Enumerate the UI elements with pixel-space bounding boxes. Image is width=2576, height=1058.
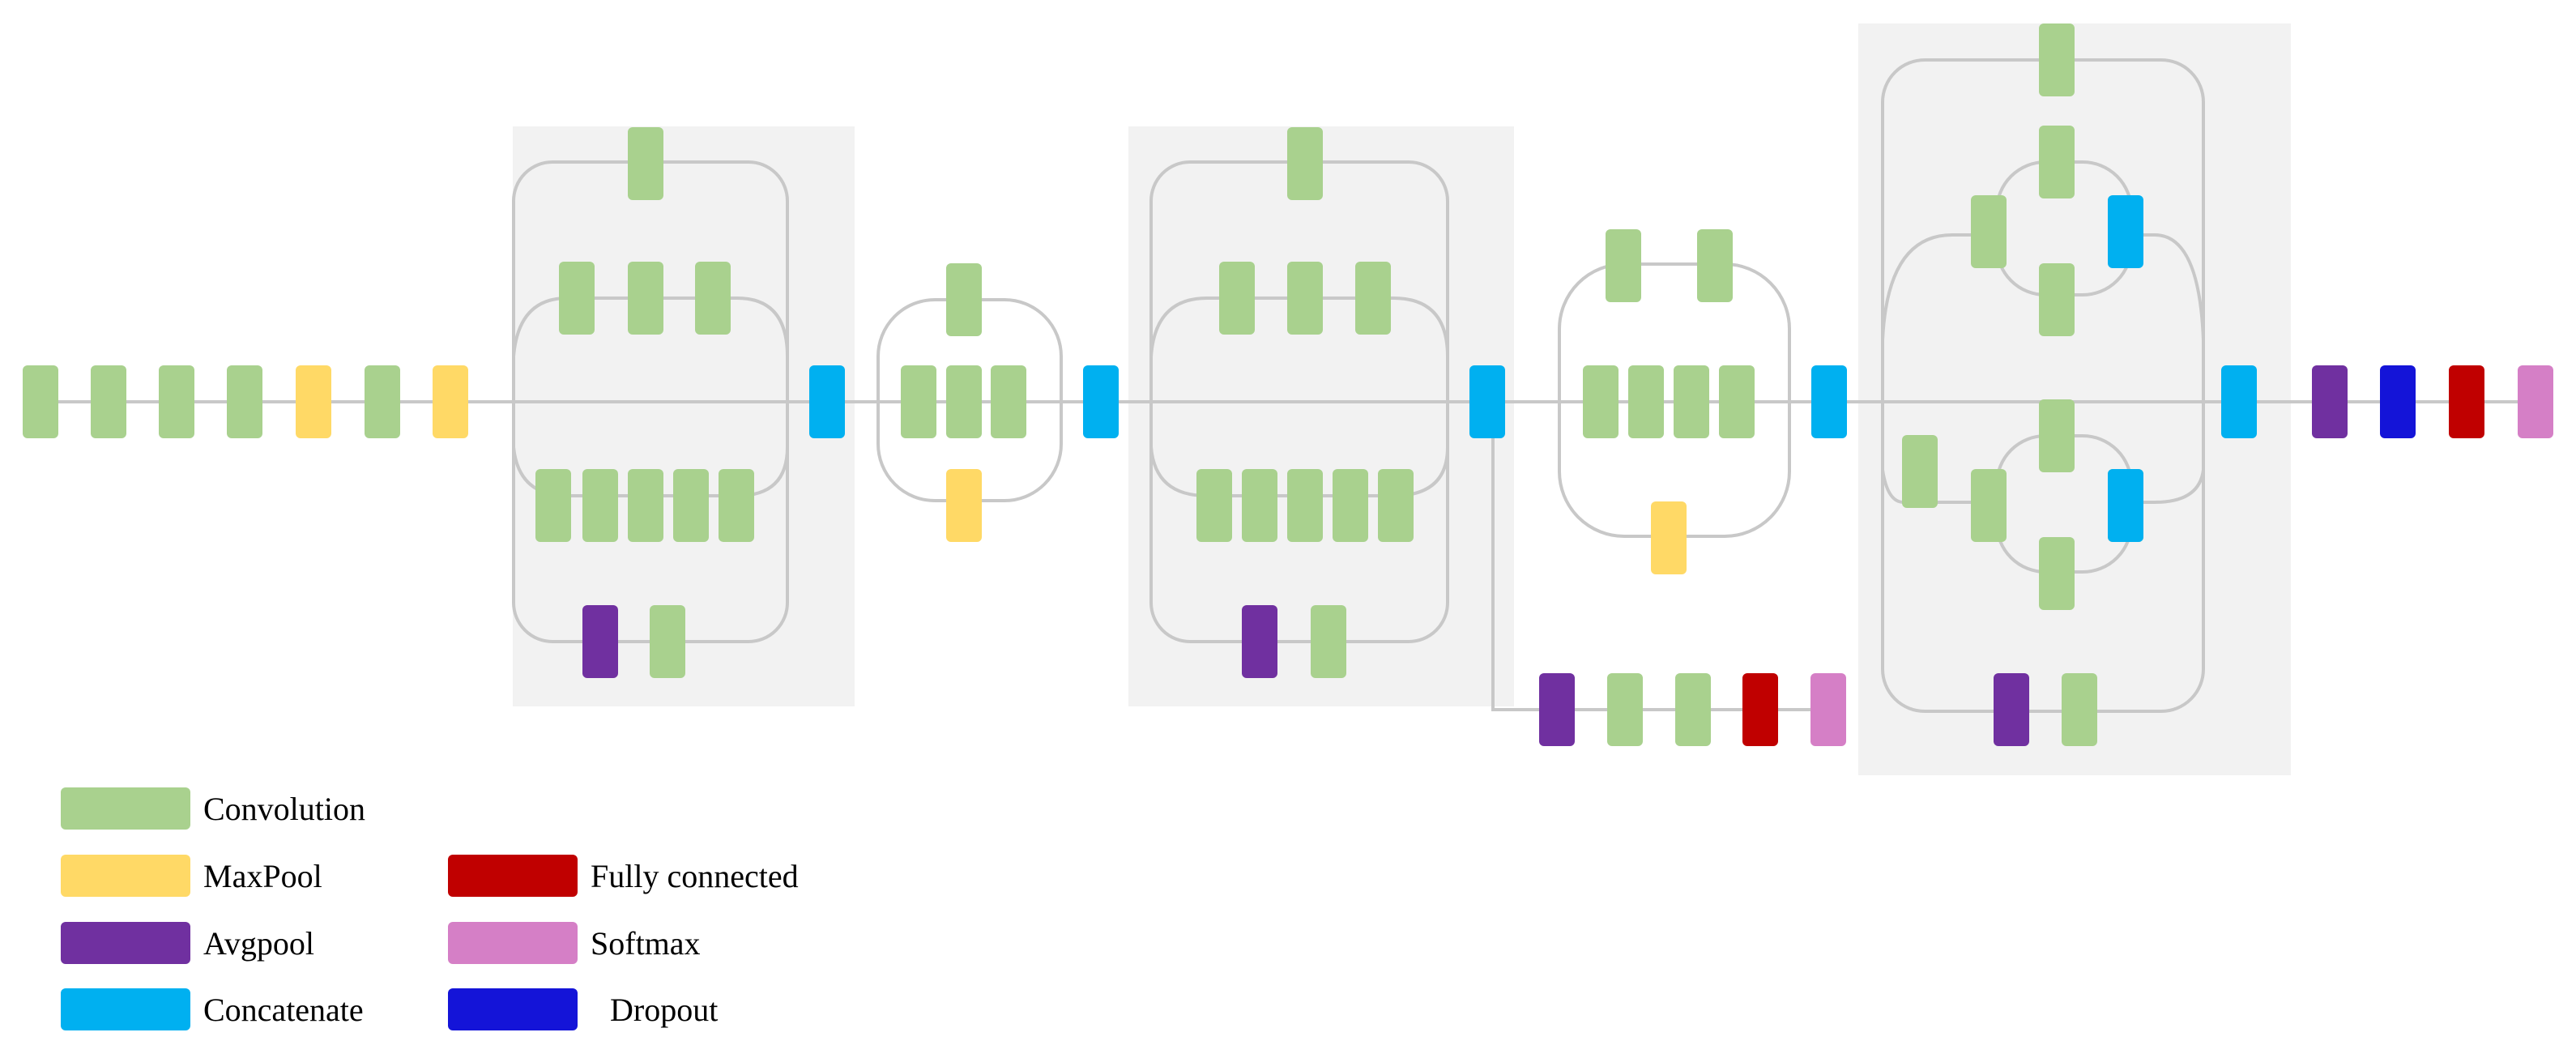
module-b-b3-0-convolution-block <box>1196 469 1232 542</box>
reduction-b-output-concatenate-block <box>1811 365 1847 438</box>
module-c-b2-1-convolution-block <box>1971 195 2007 268</box>
legend-swatch-softmax <box>448 922 578 964</box>
module-a-b3-3-convolution-block <box>673 469 709 542</box>
module-c-output-concatenate-block <box>2221 365 2257 438</box>
module-b-b3-4-convolution-block <box>1378 469 1414 542</box>
module-b-b2-1-convolution-block <box>1287 262 1323 335</box>
stem-1-convolution-block <box>91 365 126 438</box>
stem-0-convolution-block <box>23 365 58 438</box>
module-c-b4-1-convolution-block <box>2062 673 2097 746</box>
module-a-b1-0-convolution-block <box>628 127 663 200</box>
legend-label-convolution: Convolution <box>203 791 365 827</box>
legend-swatch-convolution <box>61 787 190 830</box>
reduction-b-b2-3-convolution-block <box>1719 365 1755 438</box>
head-1-dropout-block <box>2380 365 2416 438</box>
module-b-b3-1-convolution-block <box>1242 469 1277 542</box>
legend-label-maxpool: MaxPool <box>203 858 322 894</box>
legend-swatch-fully-connected <box>448 855 578 897</box>
module-c-b2-0-convolution-block <box>2039 126 2075 198</box>
legend-label-fully-connected: Fully connected <box>591 858 799 894</box>
reduction-a-b2-0-convolution-block <box>901 365 936 438</box>
module-a-output-concatenate-block <box>809 365 845 438</box>
module-c-b2-2-convolution-block <box>2039 263 2075 336</box>
reduction-b-b2-0-convolution-block <box>1583 365 1619 438</box>
stem-6-maxpool-block <box>433 365 468 438</box>
module-a-b2-0-convolution-block <box>559 262 595 335</box>
reduction-b-b2-1-convolution-block <box>1628 365 1664 438</box>
module-c-b3-0-convolution-block <box>1902 435 1938 508</box>
module-a-b2-2-convolution-block <box>695 262 731 335</box>
legend-swatch-dropout <box>448 988 578 1030</box>
module-c-b2-3-concatenate-block <box>2108 195 2143 268</box>
legend-label-concatenate: Concatenate <box>203 992 364 1028</box>
module-b-b3-2-convolution-block <box>1287 469 1323 542</box>
reduction-b-b1-0-convolution-block <box>1606 229 1641 302</box>
layer-blocks <box>23 23 2553 746</box>
stem-3-convolution-block <box>227 365 262 438</box>
reduction-b-b3-0-maxpool-block <box>1651 501 1687 574</box>
module-a-b4-1-convolution-block <box>650 605 685 678</box>
module-b-output-concatenate-block <box>1469 365 1505 438</box>
module-b-b2-0-convolution-block <box>1219 262 1255 335</box>
legend-label-dropout: Dropout <box>610 992 718 1028</box>
legend-swatch-maxpool <box>61 855 190 897</box>
reduction-b-b2-2-convolution-block <box>1674 365 1709 438</box>
module-b-b1-0-convolution-block <box>1287 127 1323 200</box>
module-c-b3-3-convolution-block <box>2039 537 2075 610</box>
head-0-avgpool-block <box>2312 365 2348 438</box>
module-b-b4-0-avgpool-block <box>1242 605 1277 678</box>
module-b-b3-3-convolution-block <box>1333 469 1368 542</box>
reduction-a-b2-1-convolution-block <box>946 365 982 438</box>
reduction-a-output-concatenate-block <box>1083 365 1119 438</box>
module-c-b3-5-concatenate-block <box>2108 469 2143 542</box>
module-a-b3-2-convolution-block <box>628 469 663 542</box>
stem-4-maxpool-block <box>296 365 331 438</box>
reduction-a-b1-0-convolution-block <box>946 263 982 336</box>
module-a-b3-0-convolution-block <box>535 469 571 542</box>
module-c-b3-2-convolution-block <box>2039 399 2075 472</box>
legend-swatch-avgpool <box>61 922 190 964</box>
head-2-fully-connected-block <box>2449 365 2484 438</box>
module-a-b3-4-convolution-block <box>719 469 754 542</box>
head-3-softmax-block <box>2518 365 2553 438</box>
reduction-a-b2-2-convolution-block <box>991 365 1026 438</box>
module-c-b3-1-convolution-block <box>1971 469 2007 542</box>
module-a-b3-1-convolution-block <box>582 469 618 542</box>
aux-2-convolution-block <box>1675 673 1711 746</box>
stem-2-convolution-block <box>159 365 194 438</box>
aux-3-fully-connected-block <box>1742 673 1778 746</box>
legend-label-avgpool: Avgpool <box>203 925 314 962</box>
module-b-b4-1-convolution-block <box>1311 605 1346 678</box>
module-c-b1-0-convolution-block <box>2039 23 2075 96</box>
aux-1-convolution-block <box>1607 673 1643 746</box>
module-a-b4-0-avgpool-block <box>582 605 618 678</box>
aux-4-softmax-block <box>1810 673 1846 746</box>
legend-swatch-concatenate <box>61 988 190 1030</box>
stem-5-convolution-block <box>365 365 400 438</box>
legend-label-softmax: Softmax <box>591 925 701 962</box>
module-c-b4-0-avgpool-block <box>1994 673 2029 746</box>
aux-0-avgpool-block <box>1539 673 1575 746</box>
module-b-b2-2-convolution-block <box>1355 262 1391 335</box>
reduction-a-b3-0-maxpool-block <box>946 469 982 542</box>
reduction-b-b1-1-convolution-block <box>1697 229 1733 302</box>
module-a-b2-1-convolution-block <box>628 262 663 335</box>
